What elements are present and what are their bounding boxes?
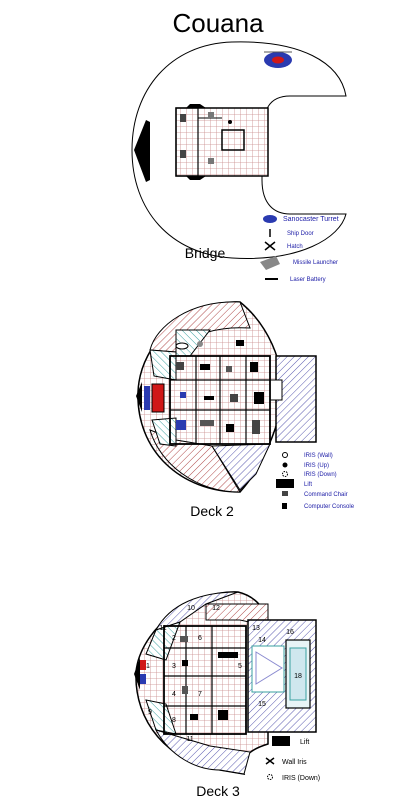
legend-item: IRIS (Down) — [267, 774, 320, 782]
deck3-label: Deck 3 — [196, 783, 240, 799]
legend-item: IRIS (Wall) — [282, 452, 333, 459]
svg-text:IRIS (Wall): IRIS (Wall) — [304, 453, 333, 459]
lift-icon — [276, 479, 294, 488]
room-number: 11 — [186, 736, 193, 743]
command-chair-icon — [282, 491, 288, 496]
legend-item: Laser Battery — [265, 277, 326, 283]
legend-item: Sanocaster Turret — [263, 215, 339, 223]
legend-item: IRIS (Down) — [282, 471, 337, 478]
room-number: 16 — [286, 629, 294, 636]
legend-item: Hatch — [264, 241, 303, 251]
deck3: 1 2 3 4 5 6 7 8 9 10 11 11 12 13 14 15 1… — [134, 591, 320, 799]
hatch-icon — [264, 241, 276, 251]
legend-item: Missile Launcher — [260, 256, 338, 270]
svg-text:Lift: Lift — [300, 739, 309, 746]
room-number: 11 — [159, 625, 166, 632]
svg-text:Missile Launcher: Missile Launcher — [293, 260, 338, 266]
room-number: 13 — [252, 625, 260, 632]
svg-text:IRIS (Down): IRIS (Down) — [304, 472, 337, 478]
room-number: 8 — [172, 717, 176, 724]
legend-item: IRIS (Up) — [282, 462, 329, 469]
bridge-deck: Bridge Sanocaster Turret Ship Door Hatch… — [131, 41, 347, 283]
room-number: 9 — [148, 709, 152, 716]
svg-text:Wall Iris: Wall Iris — [282, 759, 307, 766]
room-number: 1 — [146, 663, 150, 670]
legend-item: Command Chair — [282, 491, 348, 498]
legend-deck2: IRIS (Wall) IRIS (Up) IRIS (Down) Lift C… — [276, 452, 355, 510]
room-number: 18 — [294, 673, 302, 680]
svg-text:IRIS (Up): IRIS (Up) — [304, 463, 329, 469]
page-title: Couana — [172, 8, 264, 38]
bridge-prow — [134, 120, 150, 182]
legend-item: Lift — [272, 736, 309, 746]
room-number: 12 — [212, 605, 220, 612]
legend-deck3: Lift Wall Iris IRIS (Down) — [265, 736, 320, 782]
room-number: 2 — [172, 635, 176, 642]
room-number: 7 — [198, 691, 202, 698]
svg-text:Computer Console: Computer Console — [304, 504, 355, 510]
iris-up-icon — [282, 462, 288, 468]
wall-iris-icon — [265, 757, 275, 765]
svg-text:Command Chair: Command Chair — [304, 492, 348, 498]
svg-text:IRIS (Down): IRIS (Down) — [282, 775, 320, 782]
room-number: 15 — [258, 701, 266, 708]
console-icon — [282, 503, 287, 509]
iris-down-icon — [282, 471, 288, 477]
room-number: 3 — [172, 663, 176, 670]
legend-item: Ship Door — [269, 229, 314, 237]
legend-item: Computer Console — [282, 503, 355, 510]
missile-launcher-icon — [260, 256, 280, 270]
iris-down-icon — [267, 774, 273, 780]
turret-icon — [264, 51, 292, 68]
legend-item: Wall Iris — [265, 757, 307, 766]
room-number: 4 — [172, 691, 176, 698]
svg-text:Laser Battery: Laser Battery — [290, 277, 326, 283]
room-number: 10 — [187, 605, 195, 612]
svg-text:Lift: Lift — [304, 482, 312, 488]
svg-text:Hatch: Hatch — [287, 244, 303, 250]
room-number: 5 — [238, 663, 242, 670]
svg-text:Ship Door: Ship Door — [287, 231, 314, 237]
legend-bridge: Sanocaster Turret Ship Door Hatch Missil… — [260, 215, 339, 283]
bridge-label: Bridge — [185, 245, 226, 261]
deck2: Deck 2 IRIS (Wall) IRIS (Up) IRIS (Down)… — [136, 301, 355, 519]
deck2-label: Deck 2 — [190, 503, 234, 519]
legend-item: Lift — [276, 479, 312, 488]
svg-text:Sanocaster Turret: Sanocaster Turret — [283, 216, 339, 223]
turret-icon — [263, 215, 277, 223]
deck2-annex — [275, 355, 317, 443]
lift-icon — [272, 736, 290, 746]
room-number: 6 — [198, 635, 202, 642]
room-number: 14 — [258, 637, 266, 644]
iris-wall-icon — [282, 452, 288, 458]
